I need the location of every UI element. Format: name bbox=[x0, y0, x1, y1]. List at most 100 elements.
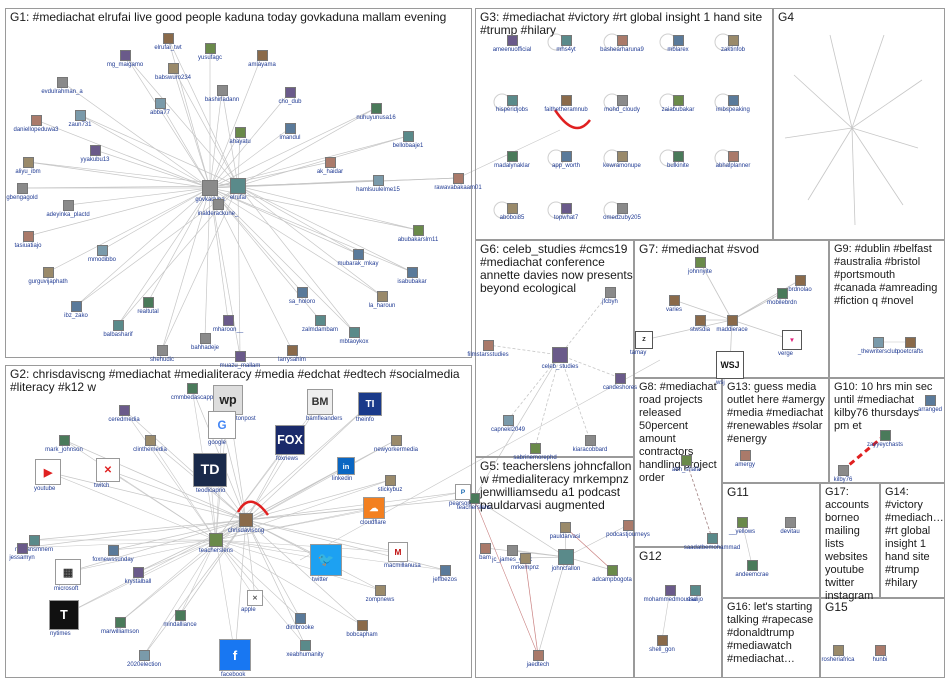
edge-g1 bbox=[172, 67, 211, 189]
logo-facebook[interactable]: f bbox=[219, 639, 251, 671]
node-label: zalmdambam bbox=[301, 326, 339, 333]
logo-bamfleanders[interactable]: BM bbox=[307, 389, 333, 415]
avatar-icon bbox=[239, 513, 253, 527]
edge-g1 bbox=[209, 187, 229, 321]
logo-twitter[interactable]: 🐦 bbox=[310, 544, 342, 576]
avatar-icon bbox=[370, 102, 382, 114]
node-label: mharoon__ bbox=[212, 326, 244, 333]
edge-g2 bbox=[215, 439, 291, 541]
node-label: larrysahim bbox=[278, 356, 306, 363]
avatar-icon bbox=[726, 314, 738, 326]
node-label: johnnyite bbox=[687, 268, 713, 275]
avatar-icon bbox=[727, 34, 739, 46]
group-title-g16: G16: let's starting talking #rapecase #d… bbox=[727, 601, 814, 665]
avatar-icon bbox=[832, 644, 844, 656]
avatar-icon bbox=[132, 566, 144, 578]
edge-g6 bbox=[559, 354, 621, 379]
node-label: shehudic bbox=[149, 356, 175, 363]
avatar-icon bbox=[560, 94, 572, 106]
avatar-icon bbox=[706, 532, 718, 544]
node-label: topwhat7 bbox=[553, 214, 579, 221]
node-label: adeyinka_plactd bbox=[46, 211, 90, 218]
node-label: stwsdia bbox=[689, 326, 711, 333]
node-label: imandul bbox=[279, 134, 301, 141]
logo-apple[interactable]: ✕ bbox=[247, 590, 263, 606]
avatar-icon bbox=[286, 344, 298, 356]
logo-nytimes[interactable]: T bbox=[49, 600, 79, 630]
node-label: marwilliamson bbox=[100, 628, 140, 635]
node-label: jessamyn bbox=[9, 554, 35, 561]
edge-g2 bbox=[123, 409, 247, 521]
logo-youtube[interactable]: ▶ bbox=[35, 459, 61, 485]
avatar-icon bbox=[739, 449, 751, 461]
edge-g6 bbox=[534, 354, 561, 449]
node-label: bam bbox=[479, 554, 491, 561]
edge-g4 bbox=[851, 79, 923, 129]
logo-washingtonpost[interactable]: wp bbox=[213, 385, 243, 415]
edge-g1 bbox=[209, 54, 263, 189]
group-title-g17: G17: accounts borneo mailing lists websi… bbox=[825, 486, 874, 602]
avatar-icon bbox=[16, 182, 28, 194]
logo-tamay[interactable]: Z bbox=[635, 331, 653, 349]
logo-teodicaprio[interactable]: TD bbox=[193, 453, 227, 487]
logo-linkedin[interactable]: in bbox=[337, 457, 355, 475]
node-label: mohd_cloudy bbox=[604, 106, 640, 113]
node-label: kiaracobbard bbox=[572, 446, 608, 453]
logo-foxnews[interactable]: FOX bbox=[275, 425, 305, 455]
avatar-icon bbox=[506, 150, 518, 162]
node-label: ibz_zako bbox=[64, 312, 88, 319]
node-label: filmstarsstudies bbox=[467, 351, 509, 358]
logo-wsj[interactable]: WSJ bbox=[716, 351, 744, 379]
edge-g1 bbox=[209, 187, 241, 357]
node-label: mohammedmoussa bbox=[643, 596, 697, 603]
avatar-icon bbox=[560, 202, 572, 214]
logo-google[interactable]: G bbox=[208, 411, 236, 439]
edge-g1 bbox=[47, 187, 211, 273]
logo-theinfo[interactable]: TI bbox=[358, 392, 382, 416]
avatar-icon bbox=[144, 434, 156, 446]
node-label: bellobaaje1 bbox=[392, 142, 424, 149]
edge-g2 bbox=[245, 401, 321, 521]
edge-g1 bbox=[204, 187, 211, 339]
group-title-g10: G10: 10 hrs min sec until #mediachat kil… bbox=[834, 381, 933, 432]
edge-g2 bbox=[119, 539, 217, 623]
node-label: zayyeychasts bbox=[866, 441, 904, 448]
avatar-icon bbox=[118, 404, 130, 416]
group-title-g13: G13: guess media outlet here #amergy #me… bbox=[727, 381, 825, 445]
avatar-icon bbox=[727, 150, 739, 162]
avatar-icon bbox=[616, 94, 628, 106]
node-label: brdnolao bbox=[788, 286, 812, 293]
node-label: abhalplanner bbox=[715, 162, 751, 169]
logo-microsoft[interactable]: ▦ bbox=[55, 559, 81, 585]
node-label: bamfleanders bbox=[306, 416, 343, 422]
edge-g4 bbox=[851, 34, 885, 129]
edge-g6 bbox=[487, 344, 561, 356]
logo-cloudflare[interactable]: ☁ bbox=[363, 497, 385, 519]
edge-g1 bbox=[237, 185, 355, 333]
edge-g1 bbox=[161, 185, 239, 351]
group-box-g15: G15 bbox=[820, 598, 945, 678]
edge-g1 bbox=[209, 187, 383, 297]
edge-g6 bbox=[507, 354, 561, 421]
avatar-icon bbox=[452, 172, 464, 184]
avatar-icon bbox=[202, 180, 218, 196]
group-title-g1: G1: #mediachat elrufai live good people … bbox=[10, 10, 447, 24]
logo-pearson[interactable]: P bbox=[455, 484, 471, 500]
avatar-icon bbox=[406, 266, 418, 278]
avatar-icon bbox=[22, 230, 34, 242]
avatar-icon bbox=[776, 287, 788, 299]
avatar-icon bbox=[174, 609, 186, 621]
edge-g2 bbox=[245, 519, 446, 571]
edge-g2 bbox=[245, 519, 363, 626]
avatar-icon bbox=[664, 584, 676, 596]
avatar-icon bbox=[70, 300, 82, 312]
node-label: isabubakar bbox=[397, 278, 427, 285]
logo-verge[interactable]: ▼ bbox=[782, 330, 802, 350]
logo-macmillanusa[interactable]: M bbox=[388, 542, 408, 562]
avatar-icon bbox=[374, 584, 386, 596]
avatar-icon bbox=[96, 244, 108, 256]
node-label: microsoft bbox=[54, 586, 79, 592]
edge-g6 bbox=[559, 354, 591, 441]
logo-twitch[interactable]: ✕ bbox=[96, 458, 120, 482]
